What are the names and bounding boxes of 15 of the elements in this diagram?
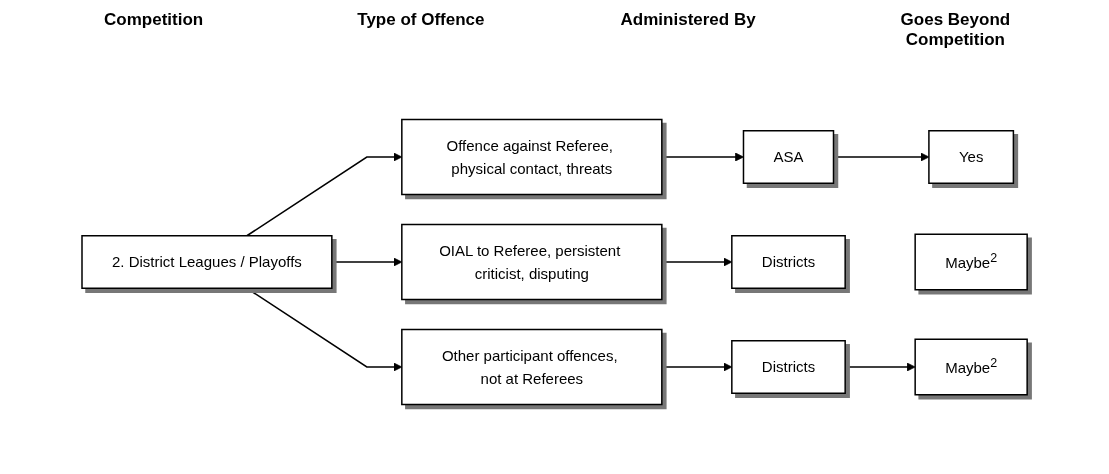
node-box: 2. District Leagues / Playoffs <box>81 235 333 289</box>
column-heading: Goes Beyond Competition <box>899 10 1012 50</box>
node-box: Districts <box>731 235 846 289</box>
column-heading: Administered By <box>619 10 757 31</box>
column-heading: Type of Offence <box>356 10 486 31</box>
node-box: Yes <box>928 130 1015 184</box>
node-box: ASA <box>742 130 835 184</box>
column-heading: Competition <box>103 10 205 31</box>
node-box: Other participant offences, not at Referees <box>401 328 663 406</box>
node-box: Districts <box>731 340 846 394</box>
arrow <box>661 152 744 162</box>
node-box: Maybe$^{2}$ <box>914 233 1028 291</box>
node-box: OIAL to Referee, persistent criticist, disputing <box>401 223 663 301</box>
node-box: Maybe$^{2}$ <box>914 338 1028 396</box>
node-box: Offence against Referee, physical contact, threats <box>401 118 663 196</box>
